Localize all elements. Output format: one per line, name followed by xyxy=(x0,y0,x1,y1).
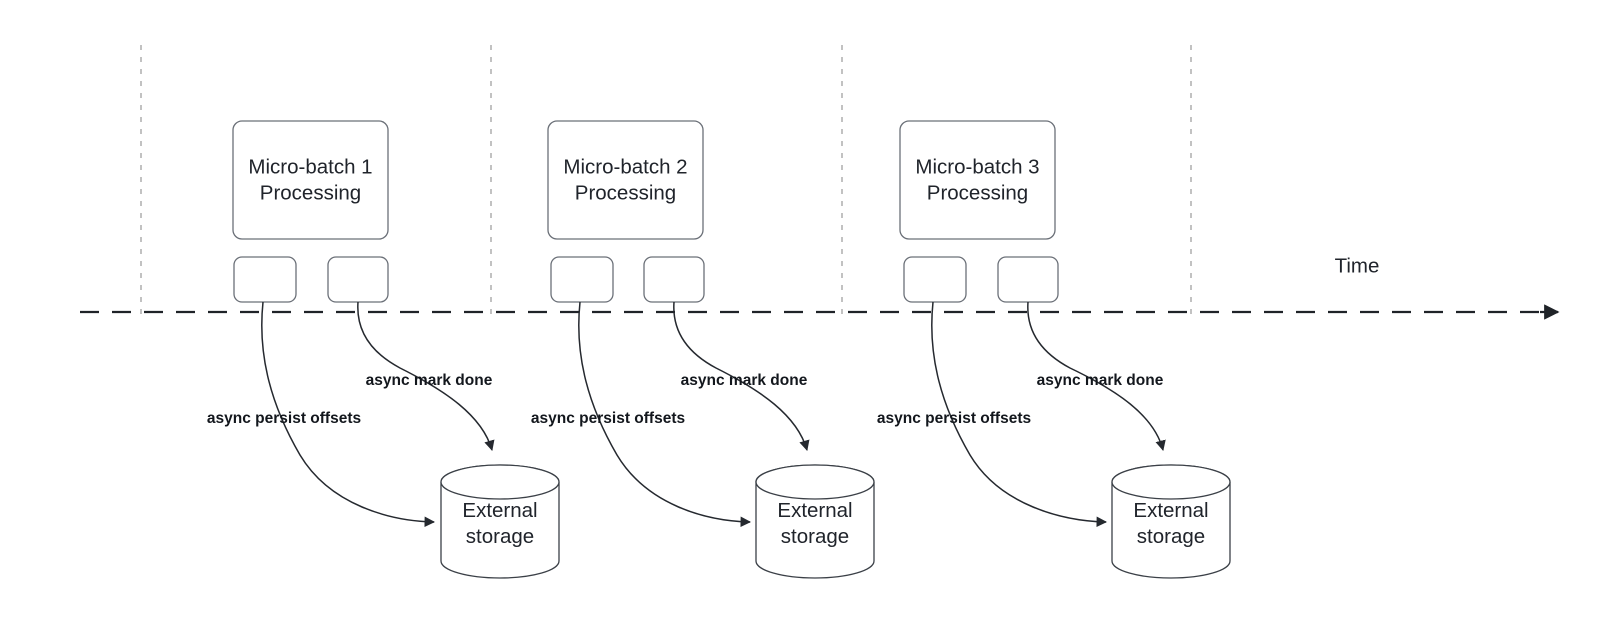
micro-batch-label-line2: Processing xyxy=(927,181,1028,204)
micro-batch-label-line2: Processing xyxy=(575,181,676,204)
persist-offsets-task[interactable] xyxy=(903,256,967,303)
async-persist-offsets-edge-label: async persist offsets xyxy=(877,410,1031,427)
async-persist-offsets-edge xyxy=(261,301,436,528)
external-storage-label-line1: External xyxy=(777,499,852,522)
external-storage-cylinder-top xyxy=(440,464,560,500)
async-mark-done-edge-label: async mark done xyxy=(1037,372,1164,389)
persist-offsets-task[interactable] xyxy=(550,256,614,303)
external-storage-cylinder-top xyxy=(755,464,875,500)
async-mark-done-edge xyxy=(1027,301,1166,452)
micro-batch-label-line1: Micro-batch 3 xyxy=(915,155,1039,178)
micro-batch-label-line1: Micro-batch 2 xyxy=(563,155,687,178)
micro-batch-box[interactable] xyxy=(899,120,1056,240)
micro-batch-label-line1: Micro-batch 1 xyxy=(248,155,372,178)
external-storage-label-line1: External xyxy=(1133,499,1208,522)
async-persist-offsets-edge-label: async persist offsets xyxy=(207,410,361,427)
mark-done-task[interactable] xyxy=(327,256,389,303)
async-mark-done-edge xyxy=(357,301,495,452)
micro-batch-label-line2: Processing xyxy=(260,181,361,204)
external-storage-cylinder-top xyxy=(1111,464,1231,500)
timeline-axis: Time xyxy=(80,254,1560,320)
mark-done-task[interactable] xyxy=(643,256,705,303)
external-storage-label-line2: storage xyxy=(466,525,534,548)
external-storage-label-line2: storage xyxy=(781,525,849,548)
async-mark-done-edge-label: async mark done xyxy=(681,372,808,389)
async-persist-offsets-edge xyxy=(578,301,752,528)
external-storage-label-line2: storage xyxy=(1137,525,1205,548)
mark-done-task[interactable] xyxy=(997,256,1059,303)
micro-batch-box[interactable] xyxy=(547,120,704,240)
micro-batch-box[interactable] xyxy=(232,120,389,240)
persist-offsets-task[interactable] xyxy=(233,256,297,303)
timeline-tick-group xyxy=(140,45,1192,320)
external-storage-label-line1: External xyxy=(462,499,537,522)
async-mark-done-edge xyxy=(673,301,810,452)
async-mark-done-edge-label: async mark done xyxy=(366,372,493,389)
async-persist-offsets-edge xyxy=(931,301,1108,528)
async-persist-offsets-edge-label: async persist offsets xyxy=(531,410,685,427)
timeline-label: Time xyxy=(1335,254,1380,277)
